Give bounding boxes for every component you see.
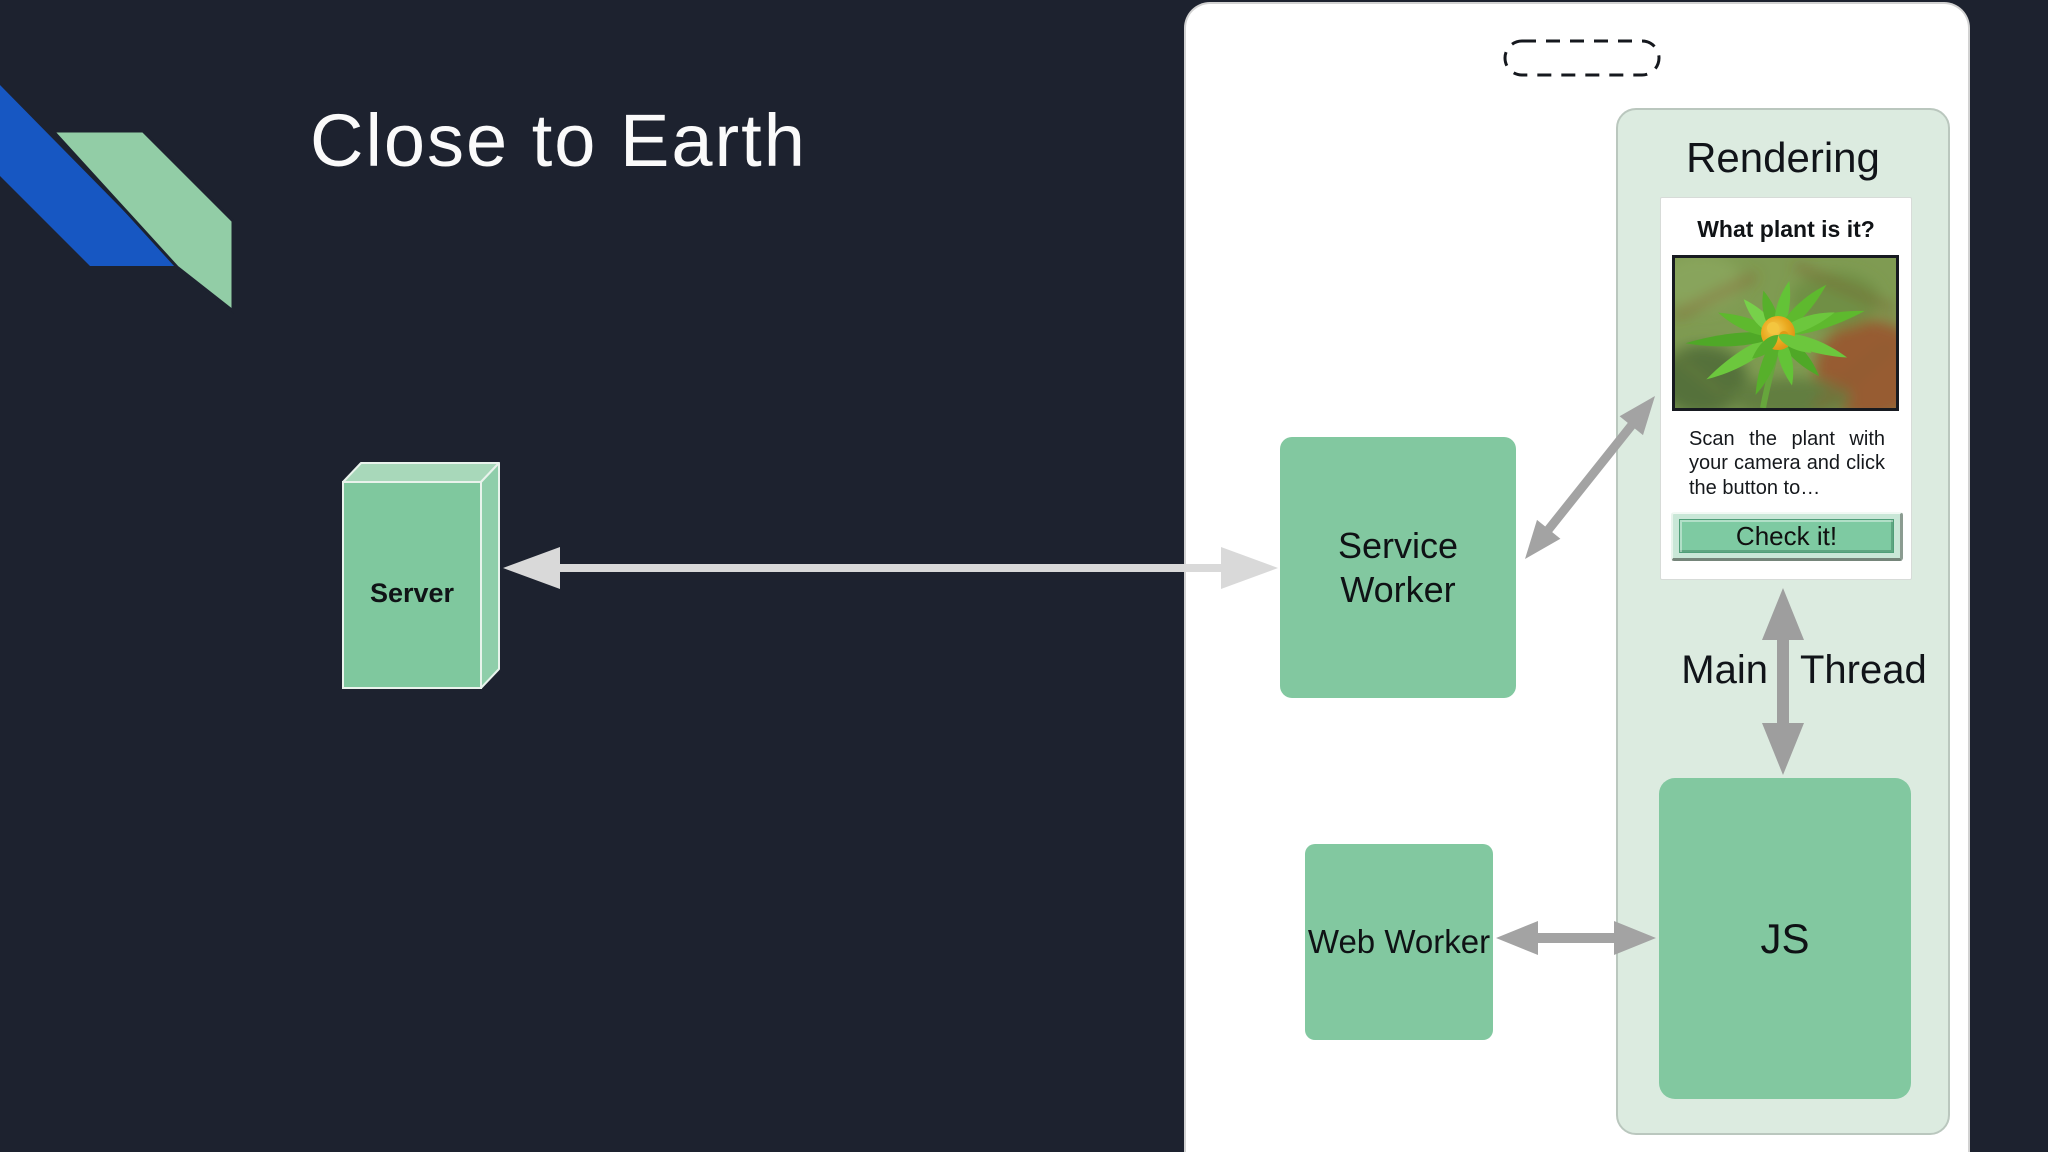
main-thread-label-right: Thread xyxy=(1800,648,1927,692)
plant-card-body: Scan the plant with your camera and clic… xyxy=(1689,428,1885,499)
phone-speaker-icon xyxy=(1503,39,1661,77)
check-it-button-frame: Check it! xyxy=(1671,512,1903,561)
plant-leaves xyxy=(1685,280,1865,395)
web-worker-box: Web Worker xyxy=(1305,844,1493,1040)
server-label: Server xyxy=(370,578,455,608)
service-worker-box: Service Worker xyxy=(1280,437,1516,698)
main-thread-label-left: Main xyxy=(1681,648,1768,692)
corner-decoration xyxy=(0,85,235,315)
plant-photo xyxy=(1672,255,1899,411)
corner-green-shape xyxy=(49,129,235,315)
check-it-button[interactable]: Check it! xyxy=(1679,519,1894,553)
plant-card-heading: What plant is it? xyxy=(1697,216,1875,242)
plant-card: What plant is it? xyxy=(1660,197,1912,580)
arrow-server-serviceworker xyxy=(503,547,1278,589)
server-box: Server xyxy=(342,462,500,689)
js-box: JS xyxy=(1659,778,1911,1099)
slide-title: Close to Earth xyxy=(310,99,807,182)
rendering-panel-label: Rendering xyxy=(1686,134,1880,181)
